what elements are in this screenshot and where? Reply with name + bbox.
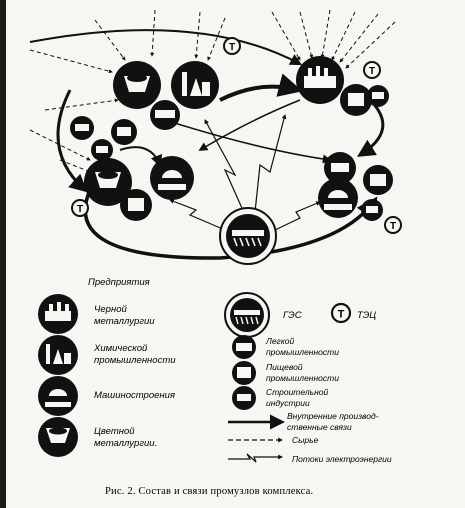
thermal-marker-icon: Т — [71, 199, 89, 217]
legend-label-nonferrous-1: Цветной — [94, 426, 135, 437]
node-light-top — [70, 116, 94, 140]
legend-icon-chemical — [38, 335, 78, 375]
legend-label-light-1: Легкой — [265, 336, 294, 346]
legend-icon-light-industry — [232, 335, 256, 359]
node-food-right — [340, 84, 372, 116]
node-construction-right-top — [367, 85, 389, 107]
node-machine-right — [318, 178, 358, 218]
legend-icon-food-industry — [232, 361, 256, 385]
legend-icon-hydro-plant — [224, 292, 270, 338]
node-construction-top — [91, 139, 113, 161]
svg-text:Т: Т — [229, 42, 235, 53]
legend-heading: Предприятия — [88, 277, 150, 288]
legend-label-chemical-1: Химической — [93, 343, 148, 354]
node-construction-right — [361, 199, 383, 221]
legend-icon-nonferrous — [38, 417, 78, 457]
legend-label-machine-building: Машиностроения — [94, 390, 175, 401]
raw-material-arrows-left — [29, 9, 226, 176]
legend-label-construction-1: Строительной — [266, 387, 328, 397]
svg-text:Т: Т — [369, 66, 375, 77]
thermal-marker-icon: Т — [223, 37, 241, 55]
legend-label-chemical-2: промышленности — [94, 355, 176, 366]
internal-links-arcs — [29, 29, 385, 260]
legend-icon-machine-building — [38, 376, 78, 416]
node-food-right-b — [363, 165, 393, 195]
node-black-metallurgy-right — [296, 56, 344, 104]
node-nonferrous-left — [84, 158, 132, 206]
node-light-right — [324, 152, 356, 184]
raw-material-arrows-right — [271, 9, 396, 69]
node-machine-top — [150, 100, 180, 130]
legend-label-black-metallurgy-1: Черной — [94, 304, 127, 315]
node-chemical-top — [171, 61, 219, 109]
legend-label-raw: Сырье — [292, 435, 319, 445]
legend-label-nonferrous-2: металлургии. — [94, 438, 157, 449]
node-food-left — [120, 189, 152, 221]
legend-label-hydro-plant: ГЭС — [283, 310, 302, 321]
legend-icon-black-metallurgy — [38, 294, 78, 334]
legend-label-black-metallurgy-2: металлургии — [94, 316, 155, 327]
figure-caption: Рис. 2. Состав и связи промузлов комплек… — [105, 486, 313, 497]
legend-label-thermal-plant: ТЭЦ — [357, 310, 376, 321]
node-food-top — [111, 119, 137, 145]
legend-icon-thermal-plant: Т — [330, 302, 352, 324]
legend-label-food-2: промышленности — [266, 373, 339, 383]
legend-line-power — [228, 453, 283, 463]
legend-label-construction-2: индустрии — [266, 398, 310, 408]
node-hydro-plant — [219, 207, 277, 265]
legend-label-power: Потоки электроэнергии — [292, 454, 392, 464]
node-machine-left — [150, 156, 194, 200]
thermal-marker-icon: Т — [363, 61, 381, 79]
legend-label-light-2: промышленности — [266, 347, 339, 357]
thermal-markers: Т Т Т Т — [71, 37, 402, 234]
svg-text:Т: Т — [77, 204, 83, 215]
power-flow-zigzags — [169, 114, 321, 231]
legend-icon-construction — [232, 386, 256, 410]
thermal-marker-icon: Т — [384, 216, 402, 234]
svg-text:Т: Т — [338, 309, 345, 321]
svg-text:Т: Т — [390, 221, 396, 232]
legend-label-food-1: Пищевой — [266, 362, 303, 372]
legend-label-internal-2: ственные связи — [287, 422, 352, 432]
legend-label-internal-1: Внутренние производ- — [287, 411, 379, 421]
node-nonferrous-top — [113, 61, 161, 109]
